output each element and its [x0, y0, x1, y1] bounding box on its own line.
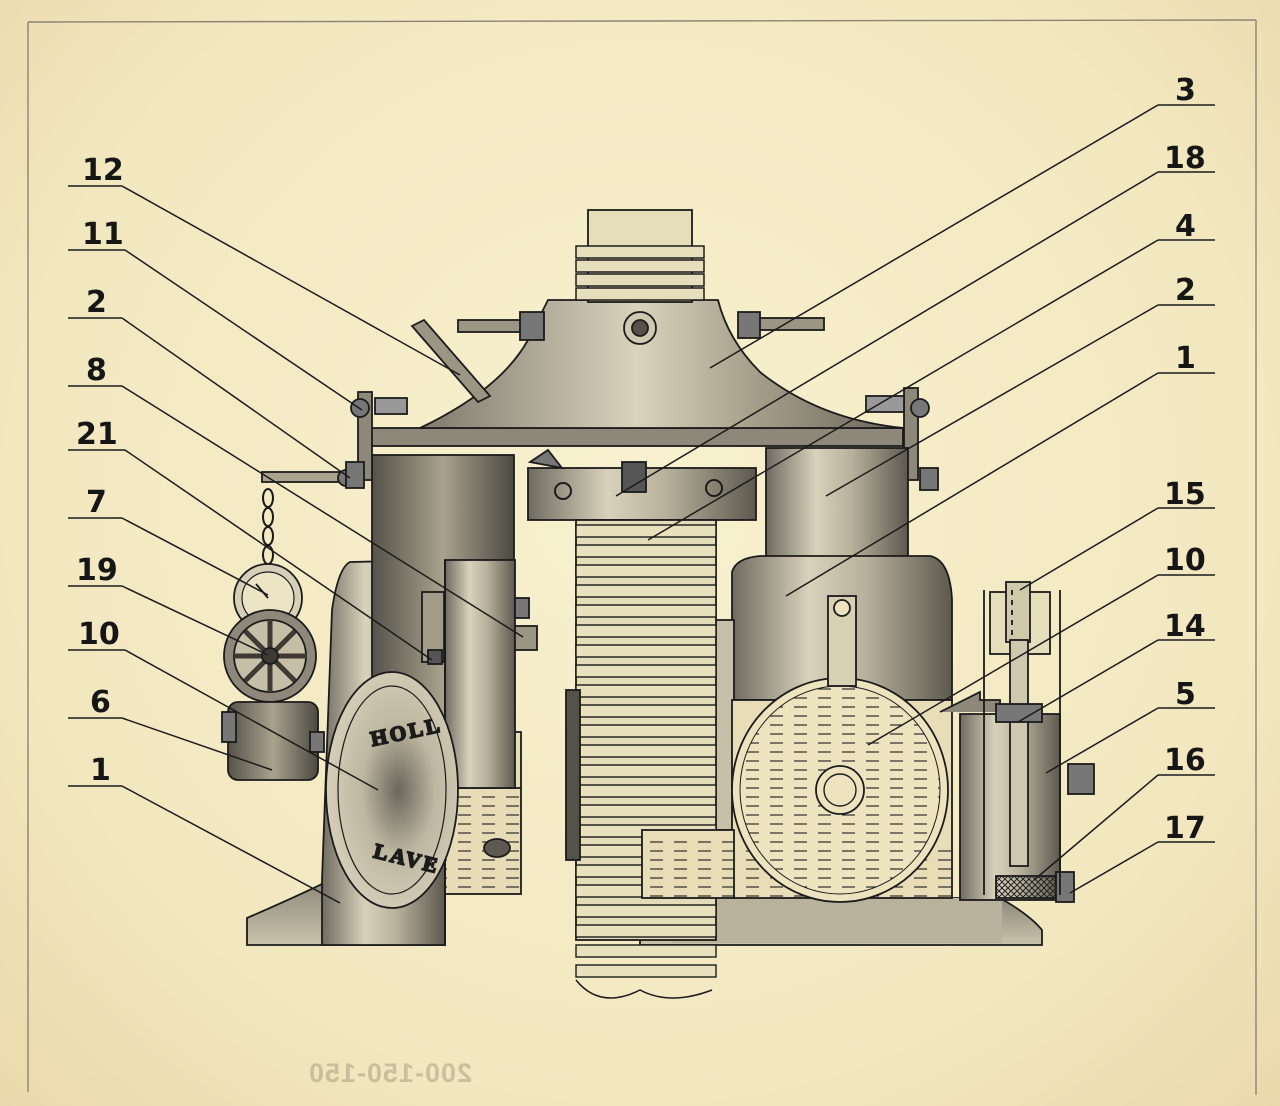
callout-left: 10: [78, 617, 120, 652]
drawing-frame: [27, 19, 1257, 1095]
callout-right: 3: [1175, 73, 1196, 108]
callout-left: 1: [90, 753, 111, 788]
top-spring: [575, 245, 705, 301]
callout-left: 2: [86, 285, 107, 320]
callout-left: 8: [86, 353, 107, 388]
right-column: [765, 447, 909, 561]
callout-left: 11: [82, 217, 124, 252]
callout-right: 16: [1164, 743, 1206, 778]
nameplate-disc: [325, 671, 459, 909]
callout-left: 21: [76, 417, 118, 452]
callout-left: 6: [90, 685, 111, 720]
callout-labels-right: 3 18 4 2 1 15 10 14 5 16 17: [1164, 73, 1206, 846]
callout-right: 4: [1175, 209, 1196, 244]
leader-lines-left: [68, 185, 524, 904]
leader-lines-right: [615, 104, 1215, 894]
knurled-nut: [995, 875, 1057, 899]
callout-right: 10: [1164, 543, 1206, 578]
callout-right: 18: [1164, 141, 1206, 176]
callout-left: 12: [82, 153, 124, 188]
screw-threads: [575, 524, 717, 978]
machine: HOLL LAVE: [221, 209, 1095, 999]
callout-left: 19: [76, 553, 118, 588]
callout-right: 17: [1164, 811, 1206, 846]
callout-right: 14: [1164, 609, 1206, 644]
callout-right: 15: [1164, 477, 1206, 512]
callout-right: 2: [1175, 273, 1196, 308]
callout-labels-left: 12 11 2 8 21 7 19 10 6 1: [76, 153, 124, 788]
callout-right: 1: [1175, 341, 1196, 376]
callout-right: 5: [1175, 677, 1196, 712]
reference-number: 200-150-150: [308, 1058, 472, 1088]
gauge-assembly: [221, 469, 355, 781]
callout-left: 7: [86, 485, 107, 520]
